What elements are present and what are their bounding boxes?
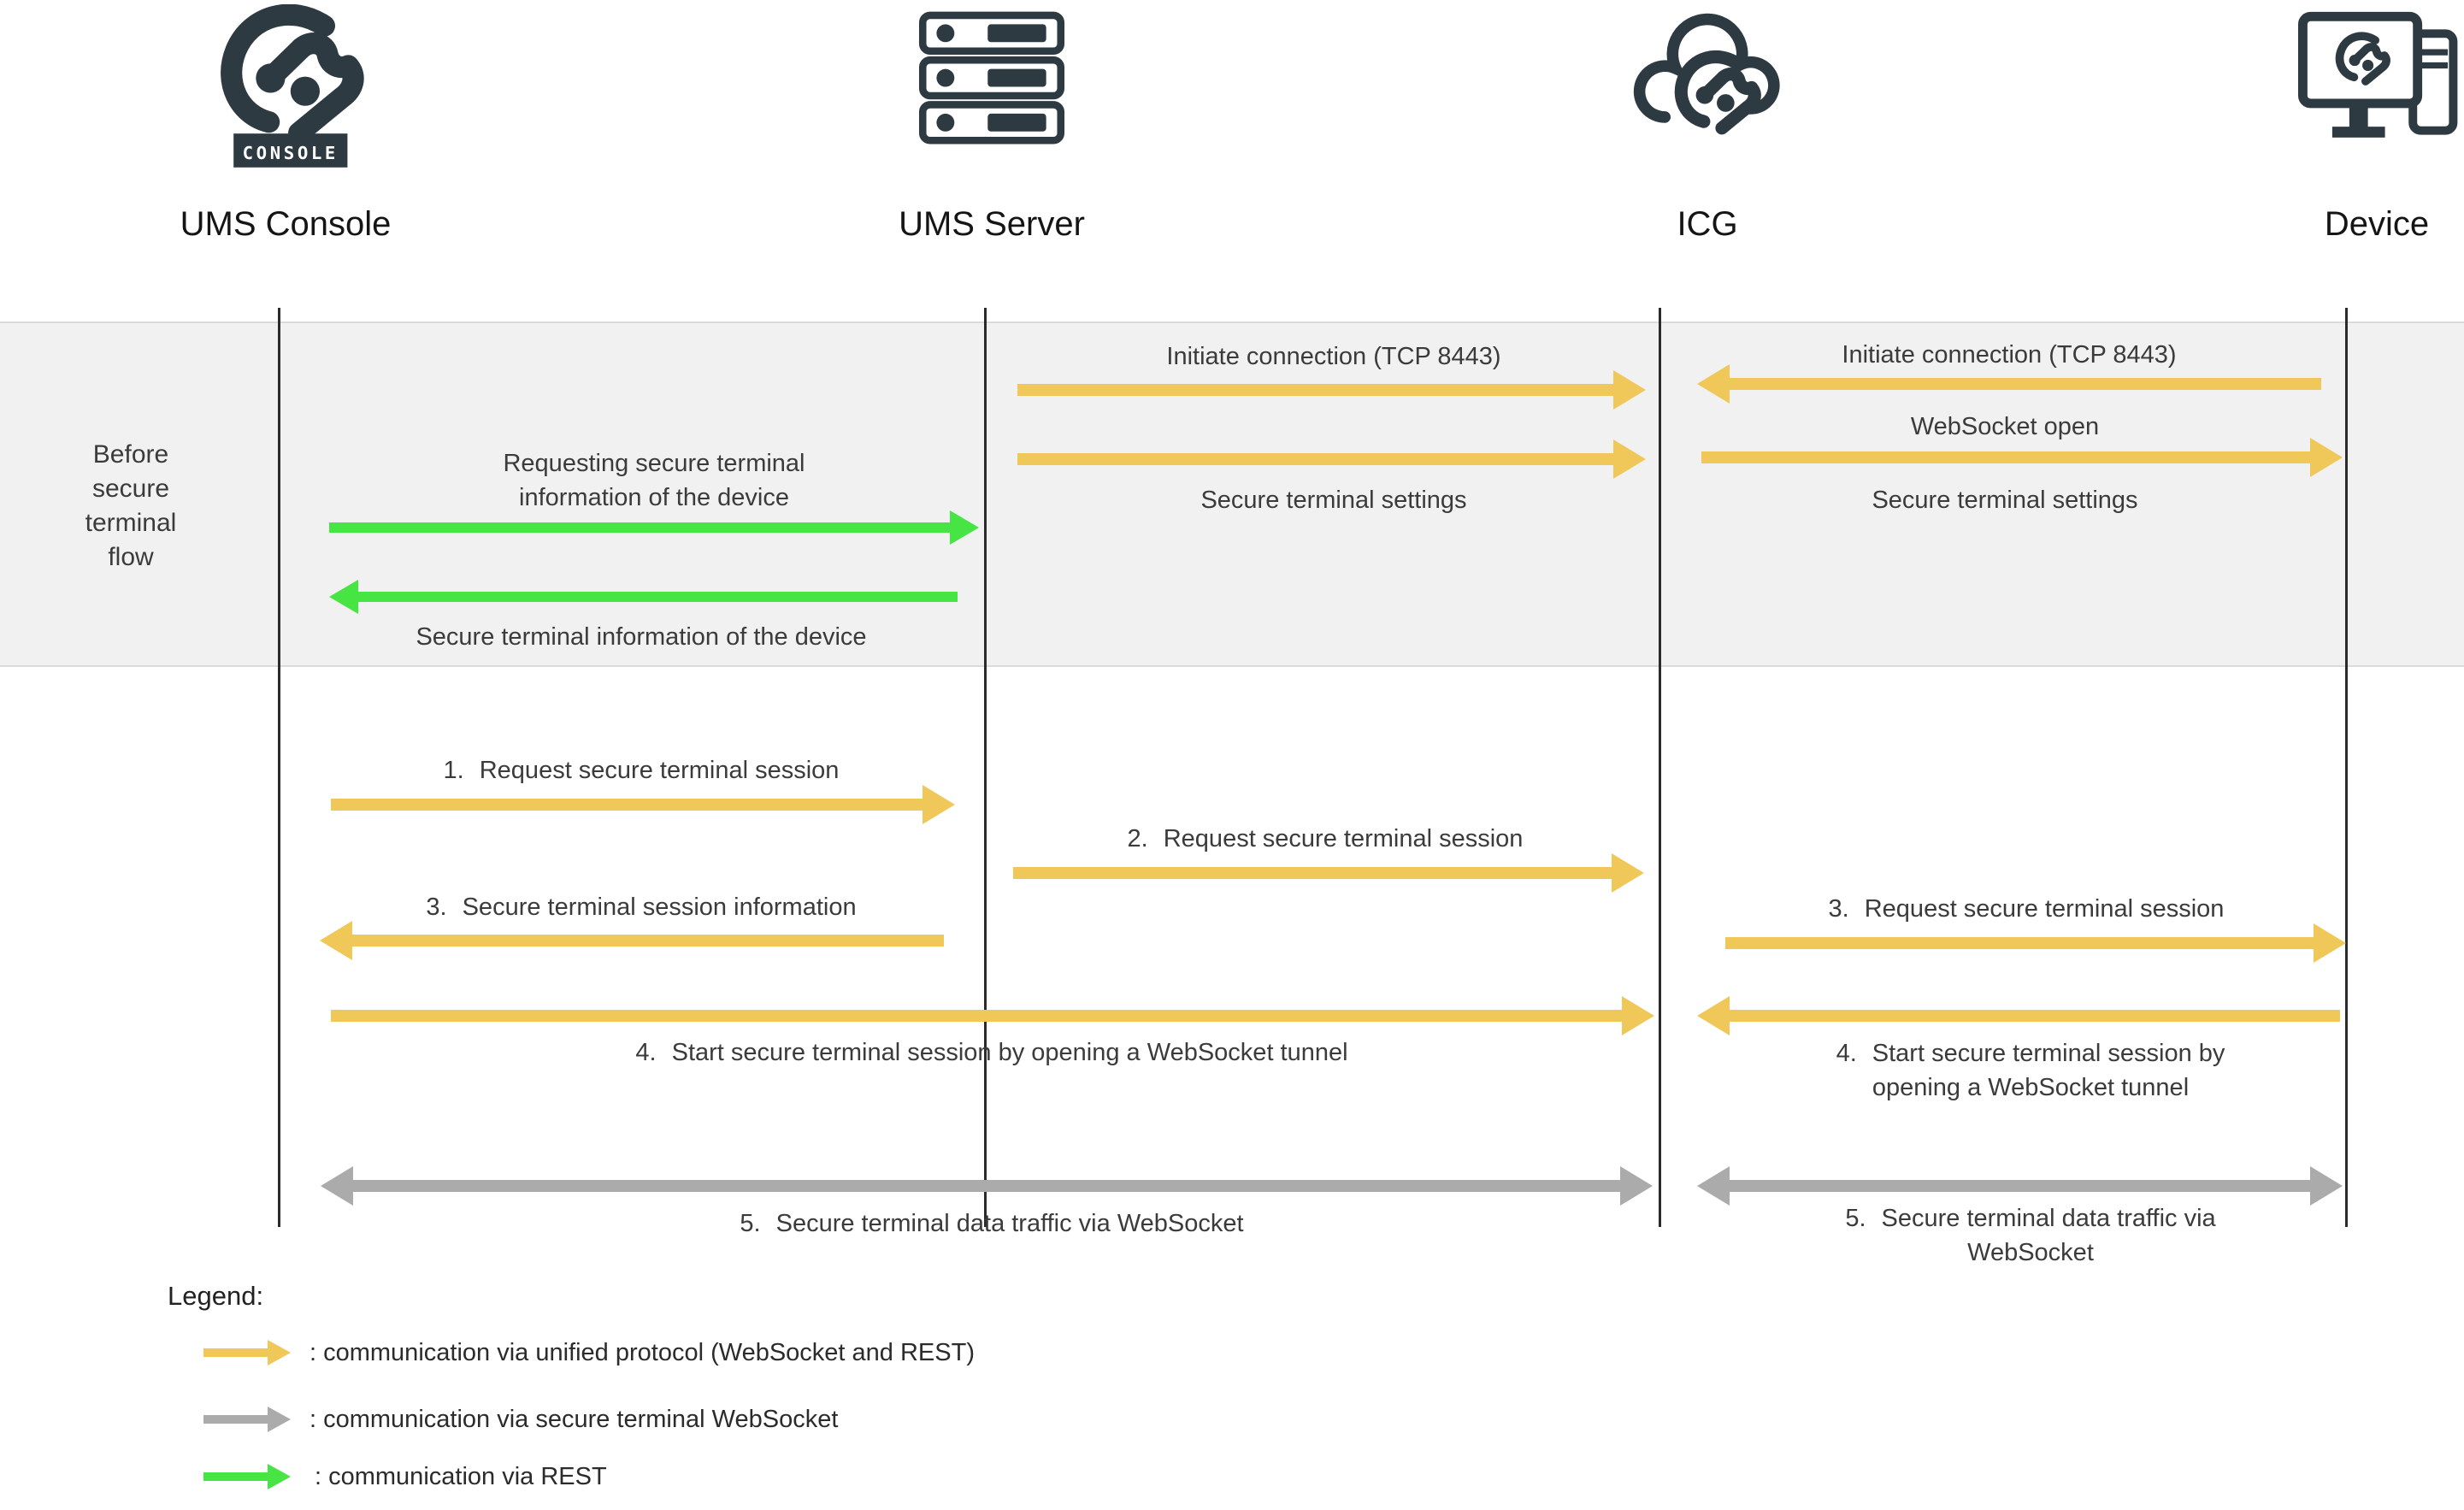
legend-arrow-secure-terminal-websocket [203,1404,291,1435]
phase-label: Before secure terminal flow [85,440,177,571]
arrow-step4-tunnel [331,995,1654,1036]
msg-step3-device: 3. Request secure terminal session [1761,893,2291,925]
arrow-step3-device [1725,923,2346,964]
step5b-text: Secure terminal data traffic via WebSock… [1881,1205,2216,1266]
msg-secure-terminal-settings-ums: Secure terminal settings [1200,487,1467,514]
legend-arrow-rest [203,1461,291,1492]
step3b-text: Request secure terminal session [1864,895,2225,923]
actor-label-ums-console: UMS Console [180,205,392,243]
actor-label-ums-server: UMS Server [899,205,1085,243]
legend-label-unified-protocol: : communication via unified protocol (We… [309,1339,975,1366]
msg-secure-terminal-settings-device: Secure terminal settings [1872,487,2138,514]
msg-step3-console: 3. Secure terminal session information [359,891,923,923]
legend-label-rest: : communication via REST [315,1463,607,1490]
msg-step4-tunnel-device: 4. Start secure terminal session by openi… [1800,1036,2261,1105]
msg-step2: 2. Request secure terminal session [1043,823,1607,855]
msg-step1: 1. Request secure terminal session [359,754,923,787]
server-stack-icon [911,10,1073,149]
arrow-secure-terminal-settings-ums [1017,439,1646,480]
step4a-number: 4. [635,1039,657,1066]
msg-step4-tunnel: 4. Start secure terminal session by openi… [479,1036,1505,1069]
actor-label-device: Device [2324,205,2430,243]
device-workstation-icon [2298,10,2464,154]
legend-arrow-unified-protocol [203,1337,291,1368]
lifeline-ums-server [984,308,987,1227]
arrow-step5-traffic-device [1697,1165,2343,1206]
step4b-number: 4. [1836,1040,1857,1067]
actor-label-icg: ICG [1677,205,1738,243]
legend-label-secure-terminal-websocket: : communication via secure terminal WebS… [309,1406,839,1433]
step4b-text: Start secure terminal session by opening… [1872,1040,2225,1101]
step3a-text: Secure terminal session information [462,894,857,921]
msg-initiate-connection-device: Initiate connection (TCP 8443) [1842,341,2177,369]
console-badge: CONSOLE [243,143,339,163]
arrow-step1 [331,784,955,825]
arrow-step4-tunnel-device [1697,995,2340,1036]
arrow-step5-traffic [321,1165,1653,1206]
arrow-initiate-connection-device [1697,363,2321,404]
lifeline-icg [1659,308,1661,1227]
msg-initiate-connection-ums: Initiate connection (TCP 8443) [1166,343,1501,370]
step5a-text: Secure terminal data traffic via WebSock… [775,1210,1244,1237]
legend-title: Legend: [168,1281,264,1311]
step4a-text: Start secure terminal session by opening… [671,1039,1348,1066]
lifeline-device [2345,308,2348,1227]
step5b-number: 5. [1845,1205,1866,1232]
arrow-step3-console [320,920,944,961]
arrow-websocket-open [1701,437,2343,478]
msg-requesting-secure-terminal-info: Requesting secure terminal information o… [503,450,805,511]
step3a-number: 3. [426,894,447,921]
msg-step5-traffic: 5. Secure terminal data traffic via WebSo… [522,1207,1462,1240]
ums-console-logo-icon: CONSOLE [212,4,366,174]
msg-step5-traffic-device: 5. Secure terminal data traffic via WebSo… [1800,1201,2261,1270]
arrow-secure-terminal-info [329,576,958,617]
lifeline-ums-console [278,308,280,1227]
step3b-number: 3. [1828,895,1849,923]
arrow-step2 [1013,852,1644,894]
msg-secure-terminal-info: Secure terminal information of the devic… [416,623,867,651]
step1-number: 1. [443,757,464,784]
step2-number: 2. [1127,825,1148,852]
msg-websocket-open: WebSocket open [1910,413,2100,440]
arrow-requesting-secure-terminal-info [329,507,979,548]
step5a-number: 5. [740,1210,761,1237]
step2-text: Request secure terminal session [1163,825,1524,852]
step1-text: Request secure terminal session [479,757,840,784]
arrow-initiate-connection-ums [1017,369,1646,410]
cloud-icg-icon [1626,10,1789,150]
